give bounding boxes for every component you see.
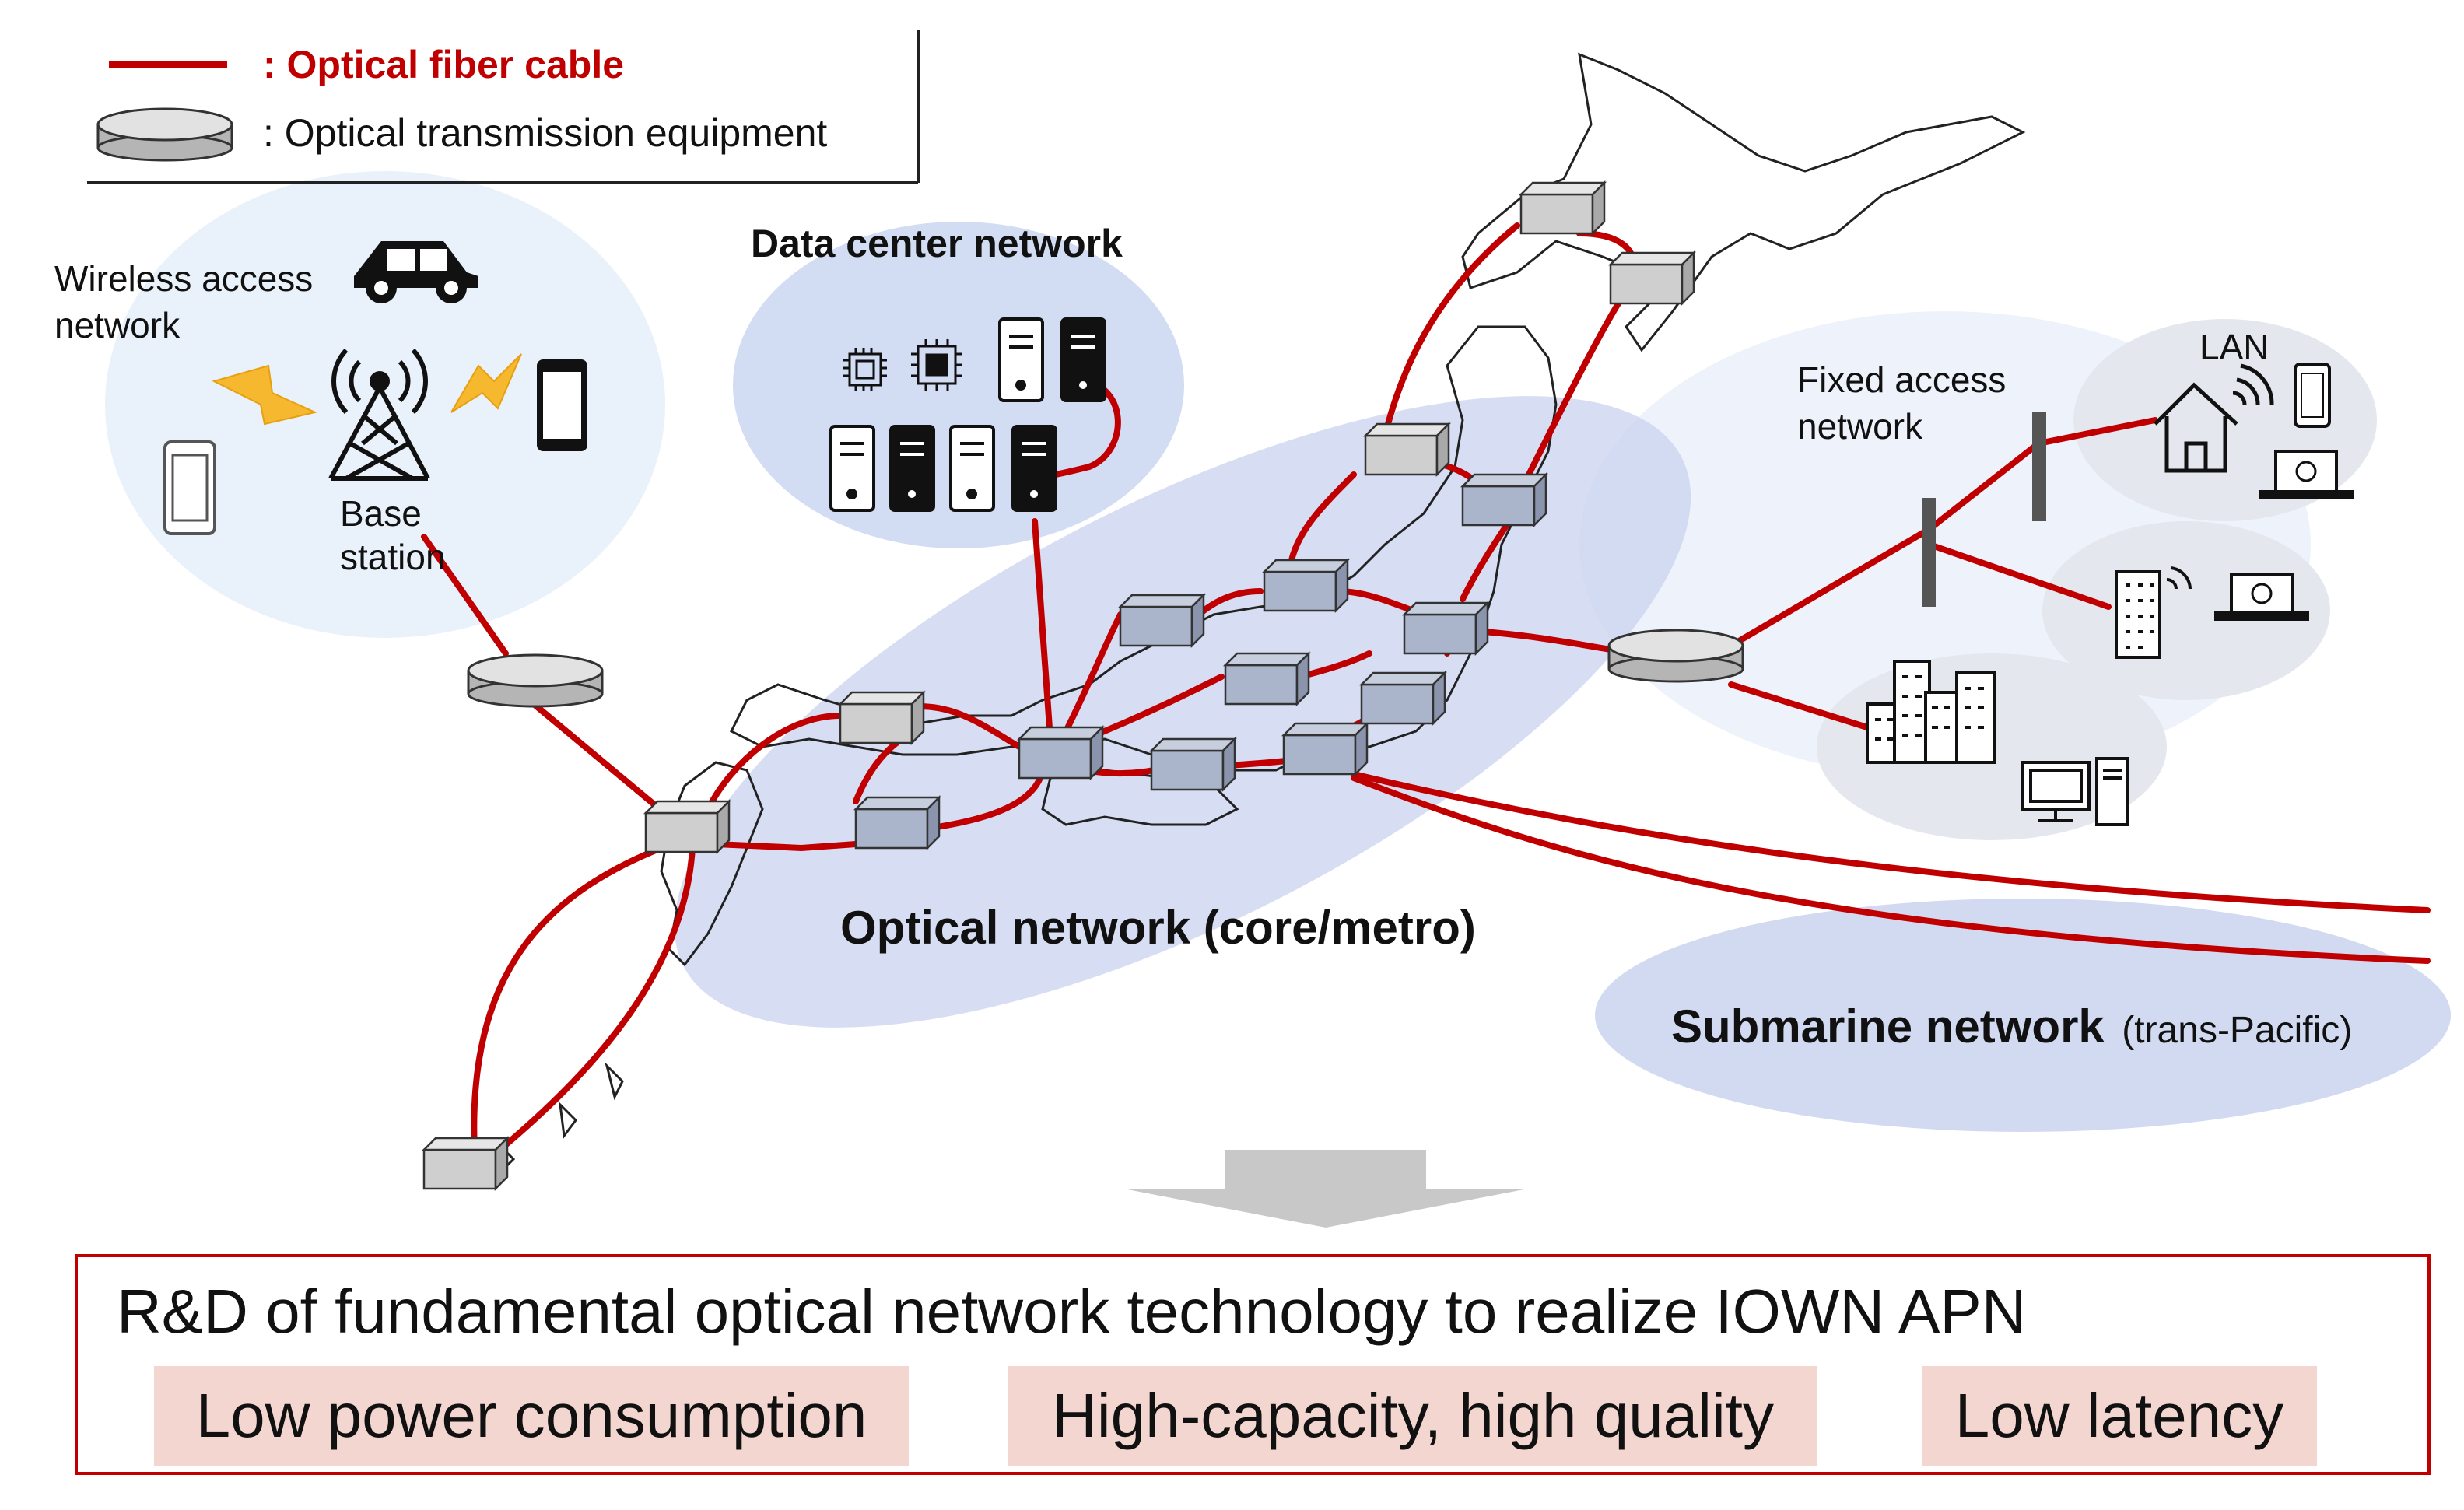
wireless-access-label-1: Wireless access bbox=[54, 258, 313, 299]
submarine-ellipse bbox=[1595, 899, 2451, 1132]
lan-label: LAN bbox=[2199, 327, 2269, 367]
cable-north-loop-a bbox=[1063, 611, 1123, 734]
server-icon bbox=[889, 425, 935, 512]
cylinder-wireless bbox=[467, 653, 604, 708]
server-icon bbox=[829, 425, 875, 512]
legend-equipment-label: : Optical transmission equipment bbox=[263, 111, 827, 155]
cable-base-to-ring bbox=[421, 534, 509, 657]
cable-datacenter-servers bbox=[1043, 378, 1121, 479]
fixed-access-label-2: network bbox=[1797, 406, 1923, 447]
optical-network-label: Optical network (core/metro) bbox=[840, 902, 1476, 954]
lightning-icon-left bbox=[212, 364, 318, 426]
base-station-label-1: Base bbox=[340, 493, 422, 534]
cable-submarine-2 bbox=[1351, 775, 2431, 964]
conclusion-title: R&D of fundamental optical network techn… bbox=[117, 1277, 2027, 1346]
smartphone-icon-black bbox=[537, 359, 587, 451]
node-kyushu-east bbox=[853, 794, 942, 851]
tag-low-power: Low power consumption bbox=[154, 1366, 909, 1466]
tag-low-latency: Low latency bbox=[1922, 1366, 2317, 1466]
legend-cable-label: : Optical fiber cable bbox=[263, 43, 624, 86]
house-wifi-icon bbox=[2154, 363, 2274, 473]
cable-tohoku-hokkaido-w bbox=[1382, 222, 1520, 439]
optical-network-ellipse bbox=[674, 396, 1691, 1028]
cable-osaka-chubu bbox=[1082, 674, 1225, 742]
server-icon bbox=[1060, 317, 1106, 402]
cable-pole2-to-house bbox=[2035, 417, 2158, 447]
utility-pole-2 bbox=[2032, 412, 2046, 521]
office-building-icon bbox=[2115, 566, 2192, 659]
server-icon bbox=[1011, 425, 1057, 512]
cable-kyushu-okinawa-1 bbox=[471, 845, 664, 1154]
cable-ring-to-kyushu bbox=[526, 697, 672, 820]
submarine-network-label: Submarine network (trans-Pacific) bbox=[1671, 1000, 2352, 1053]
node-okinawa bbox=[421, 1135, 510, 1192]
node-osaka bbox=[1016, 724, 1106, 781]
data-center-label: Data center network bbox=[751, 222, 1123, 265]
legend-equipment-swatch bbox=[96, 107, 233, 162]
down-arrow-icon bbox=[1123, 1150, 1528, 1228]
server-icon bbox=[949, 425, 995, 512]
cable-tohoku-hokkaido-e bbox=[1522, 300, 1621, 485]
node-chugoku-north bbox=[837, 689, 927, 746]
node-kyushu bbox=[643, 798, 732, 855]
smartphone-icon-lan bbox=[2294, 363, 2331, 428]
node-tokai bbox=[1281, 720, 1370, 777]
node-shikoku bbox=[1148, 736, 1238, 793]
wireless-access-label-2: network bbox=[54, 305, 181, 345]
car-icon bbox=[354, 241, 478, 303]
cable-kyushu-okinawa-2 bbox=[495, 845, 696, 1154]
node-hokkaido-east bbox=[1607, 250, 1697, 307]
node-tohoku bbox=[1362, 421, 1452, 478]
node-kanto bbox=[1401, 600, 1491, 657]
cylinder-equipment bbox=[467, 629, 1744, 708]
desktop-pc-icon bbox=[2021, 757, 2129, 826]
node-hokuriku bbox=[1261, 557, 1351, 614]
equipment-nodes bbox=[421, 180, 1697, 1192]
cable-tohoku-east bbox=[1460, 518, 1512, 602]
cable-fixed-to-buildings bbox=[1728, 681, 1870, 730]
wireless-access-cloud bbox=[105, 171, 665, 638]
submarine-network-bold: Submarine network bbox=[1671, 1000, 2105, 1053]
cpu-chip-icon-1 bbox=[843, 348, 887, 391]
laptop-icon-lan bbox=[2259, 450, 2354, 499]
utility-pole-1 bbox=[1922, 498, 1936, 607]
smartphone-icon-outline bbox=[163, 440, 216, 535]
cable-submarine-1 bbox=[1351, 771, 2431, 913]
laptop-icon-office bbox=[2214, 573, 2309, 621]
office-cloud bbox=[2042, 521, 2330, 700]
base-station-label-2: station bbox=[340, 537, 446, 577]
tag-high-capacity: High-capacity, high quality bbox=[1008, 1366, 1817, 1466]
conclusion-box: R&D of fundamental optical network techn… bbox=[75, 1254, 2431, 1475]
buildings-icon bbox=[1866, 660, 1996, 764]
cable-kyushu-north bbox=[705, 713, 843, 812]
node-hokkaido-west bbox=[1518, 180, 1607, 236]
cpu-chip-icon-2 bbox=[911, 339, 962, 391]
submarine-network-note: (trans-Pacific) bbox=[2122, 1010, 2352, 1051]
server-icons bbox=[829, 317, 1106, 512]
node-kanto-south bbox=[1358, 670, 1448, 727]
fixed-access-label-1: Fixed access bbox=[1797, 359, 2006, 400]
cable-tohoku-west bbox=[1288, 471, 1357, 563]
cable-fixed-to-pole1 bbox=[1728, 526, 1933, 649]
legend: : Optical fiber cable : Optical transmis… bbox=[87, 30, 920, 184]
lightning-icon-right bbox=[450, 353, 522, 413]
server-icon bbox=[998, 317, 1044, 402]
node-tohoku-east bbox=[1460, 471, 1549, 528]
cylinder-fixed-access bbox=[1607, 629, 1744, 683]
cable-pole1-to-pole2 bbox=[1926, 440, 2042, 532]
cable-datacenter bbox=[1032, 518, 1053, 742]
node-chubu bbox=[1222, 650, 1312, 707]
cable-pole1-to-office bbox=[1926, 541, 2112, 610]
node-kinki-north bbox=[1117, 592, 1207, 649]
base-station-tower-icon bbox=[328, 348, 430, 481]
